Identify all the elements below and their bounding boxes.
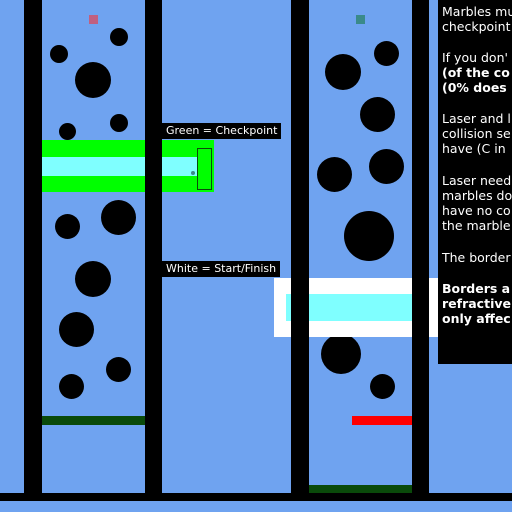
start-finish-zone [274, 278, 291, 337]
info-line: Marbles mu [442, 4, 512, 19]
info-line: marbles do [442, 188, 512, 203]
checkpoint-dot [191, 171, 195, 175]
info-line: (of the co [442, 65, 510, 80]
peg [370, 374, 395, 399]
info-line: (0% does [442, 80, 507, 95]
peg [317, 157, 352, 192]
checkpoint-inner [42, 157, 145, 176]
info-line: collision se [442, 126, 511, 141]
start-finish-label: White = Start/Finish [162, 261, 281, 277]
info-line: Laser need [442, 173, 512, 188]
peg [344, 211, 394, 261]
info-line: refractive [442, 296, 511, 311]
info-line: If you don' [442, 50, 508, 65]
info-line: Laser and l [442, 111, 511, 126]
peg [110, 28, 128, 46]
info-line: have (C in [442, 141, 506, 156]
marble-teal-icon [356, 15, 365, 24]
laser-bar [352, 416, 412, 425]
start-finish-zone [429, 278, 438, 337]
peg [75, 62, 111, 98]
floor [0, 493, 512, 501]
peg [325, 54, 361, 90]
peg [55, 214, 80, 239]
peg [369, 149, 404, 184]
info-line: have no co [442, 203, 511, 218]
checkpoint-inner-ext [162, 157, 198, 176]
peg [50, 45, 68, 63]
info-line: the marble [442, 218, 511, 233]
info-line: checkpoint [442, 19, 511, 34]
peg [59, 123, 76, 140]
wall-right-1 [291, 0, 309, 500]
wall-left-1 [24, 0, 42, 500]
peg [374, 41, 399, 66]
peg [106, 357, 131, 382]
wall-right-2 [412, 0, 429, 500]
info-line: only affec [442, 311, 511, 326]
peg [110, 114, 128, 132]
info-line: The border [442, 250, 511, 265]
checkpoint-gate [197, 148, 212, 190]
peg [101, 200, 136, 235]
info-line: Borders a [442, 281, 511, 296]
marble-pink-icon [89, 15, 98, 24]
peg [59, 374, 84, 399]
start-finish-inner [309, 294, 412, 321]
finish-line-right [309, 485, 412, 493]
peg [360, 97, 395, 132]
peg [59, 312, 94, 347]
info-panel: Marbles mu checkpoint If you don' (of th… [438, 0, 512, 364]
wall-left-2 [145, 0, 162, 500]
peg [321, 334, 361, 374]
finish-line-left [42, 416, 145, 425]
start-finish-inner [286, 294, 291, 321]
checkpoint-label: Green = Checkpoint [162, 123, 282, 139]
peg [75, 261, 111, 297]
